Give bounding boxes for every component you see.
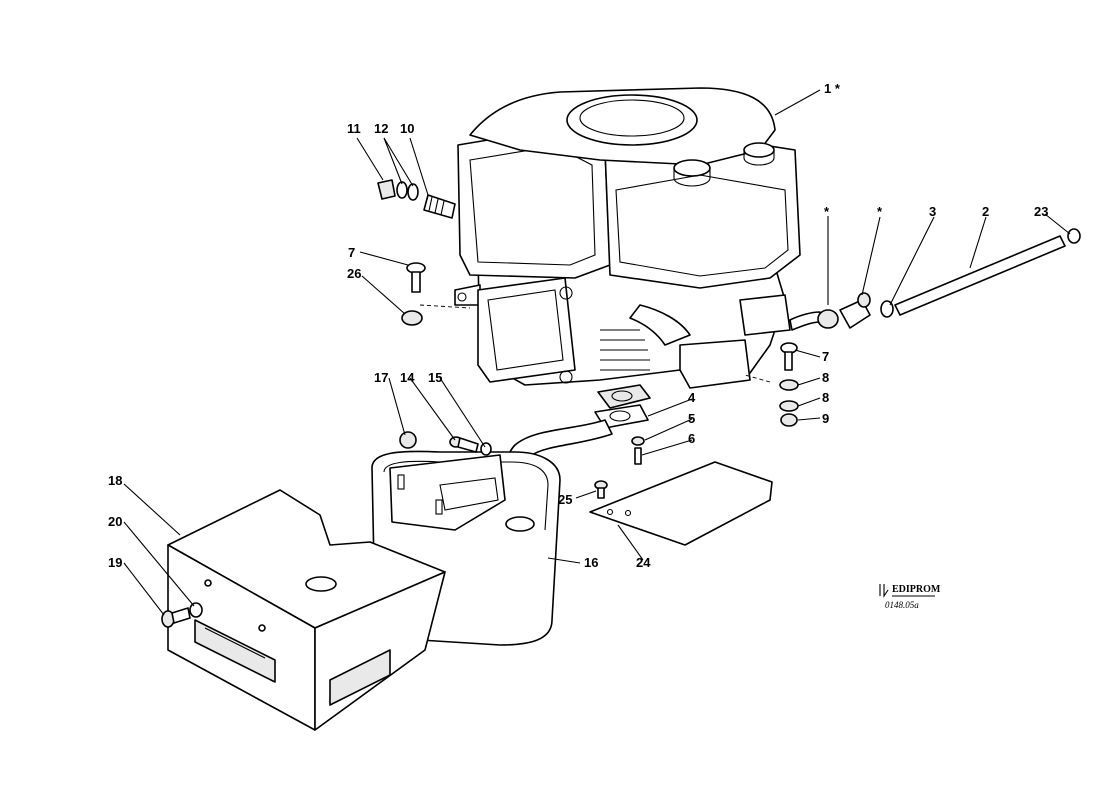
callout-3: 3 [929,204,936,219]
leader-lines [123,89,1071,616]
callout-24: 24 [636,555,651,570]
callout-1: 1 * [824,81,841,96]
callout-17: 17 [374,370,388,385]
mounting-bolt-set [377,179,456,219]
callout-7-right: 7 [822,349,829,364]
callout-23: 23 [1034,204,1048,219]
callout-14: 14 [400,370,415,385]
engine [454,87,801,389]
fuel-line-parts [789,228,1081,331]
callout-16: 16 [584,555,598,570]
callout-25: 25 [558,492,572,507]
callout-26: 26 [347,266,361,281]
logo-brand: EDIPROM [892,584,941,595]
callout-star-connector: * [877,204,883,219]
callout-11: 11 [347,121,361,136]
callout-2: 2 [982,204,989,219]
callout-5: 5 [688,411,695,426]
muffler-fasteners [399,431,492,456]
callout-4: 4 [688,390,696,405]
callout-15: 15 [428,370,442,385]
callout-6: 6 [688,431,695,446]
callout-20: 20 [108,514,122,529]
callout-18: 18 [108,473,122,488]
callout-star-fitting: * [824,204,830,219]
callout-10: 10 [400,121,414,136]
callout-19: 19 [108,555,122,570]
drawing-code: 0148.05a [885,600,919,610]
callout-7-left: 7 [348,245,355,260]
callout-labels: 1 * 2 3 4 5 6 7 7 8 8 9 10 11 12 14 15 1… [108,81,1048,570]
publisher-logo: EDIPROM 0148.05a [879,584,941,610]
callout-8-lower: 8 [822,390,829,405]
heat-shield [167,489,446,731]
callout-8-upper: 8 [822,370,829,385]
cover-plate [589,461,773,546]
callout-9: 9 [822,411,829,426]
bolt-and-nut-left [401,262,471,326]
callout-12: 12 [374,121,388,136]
shield-fasteners [161,602,203,628]
